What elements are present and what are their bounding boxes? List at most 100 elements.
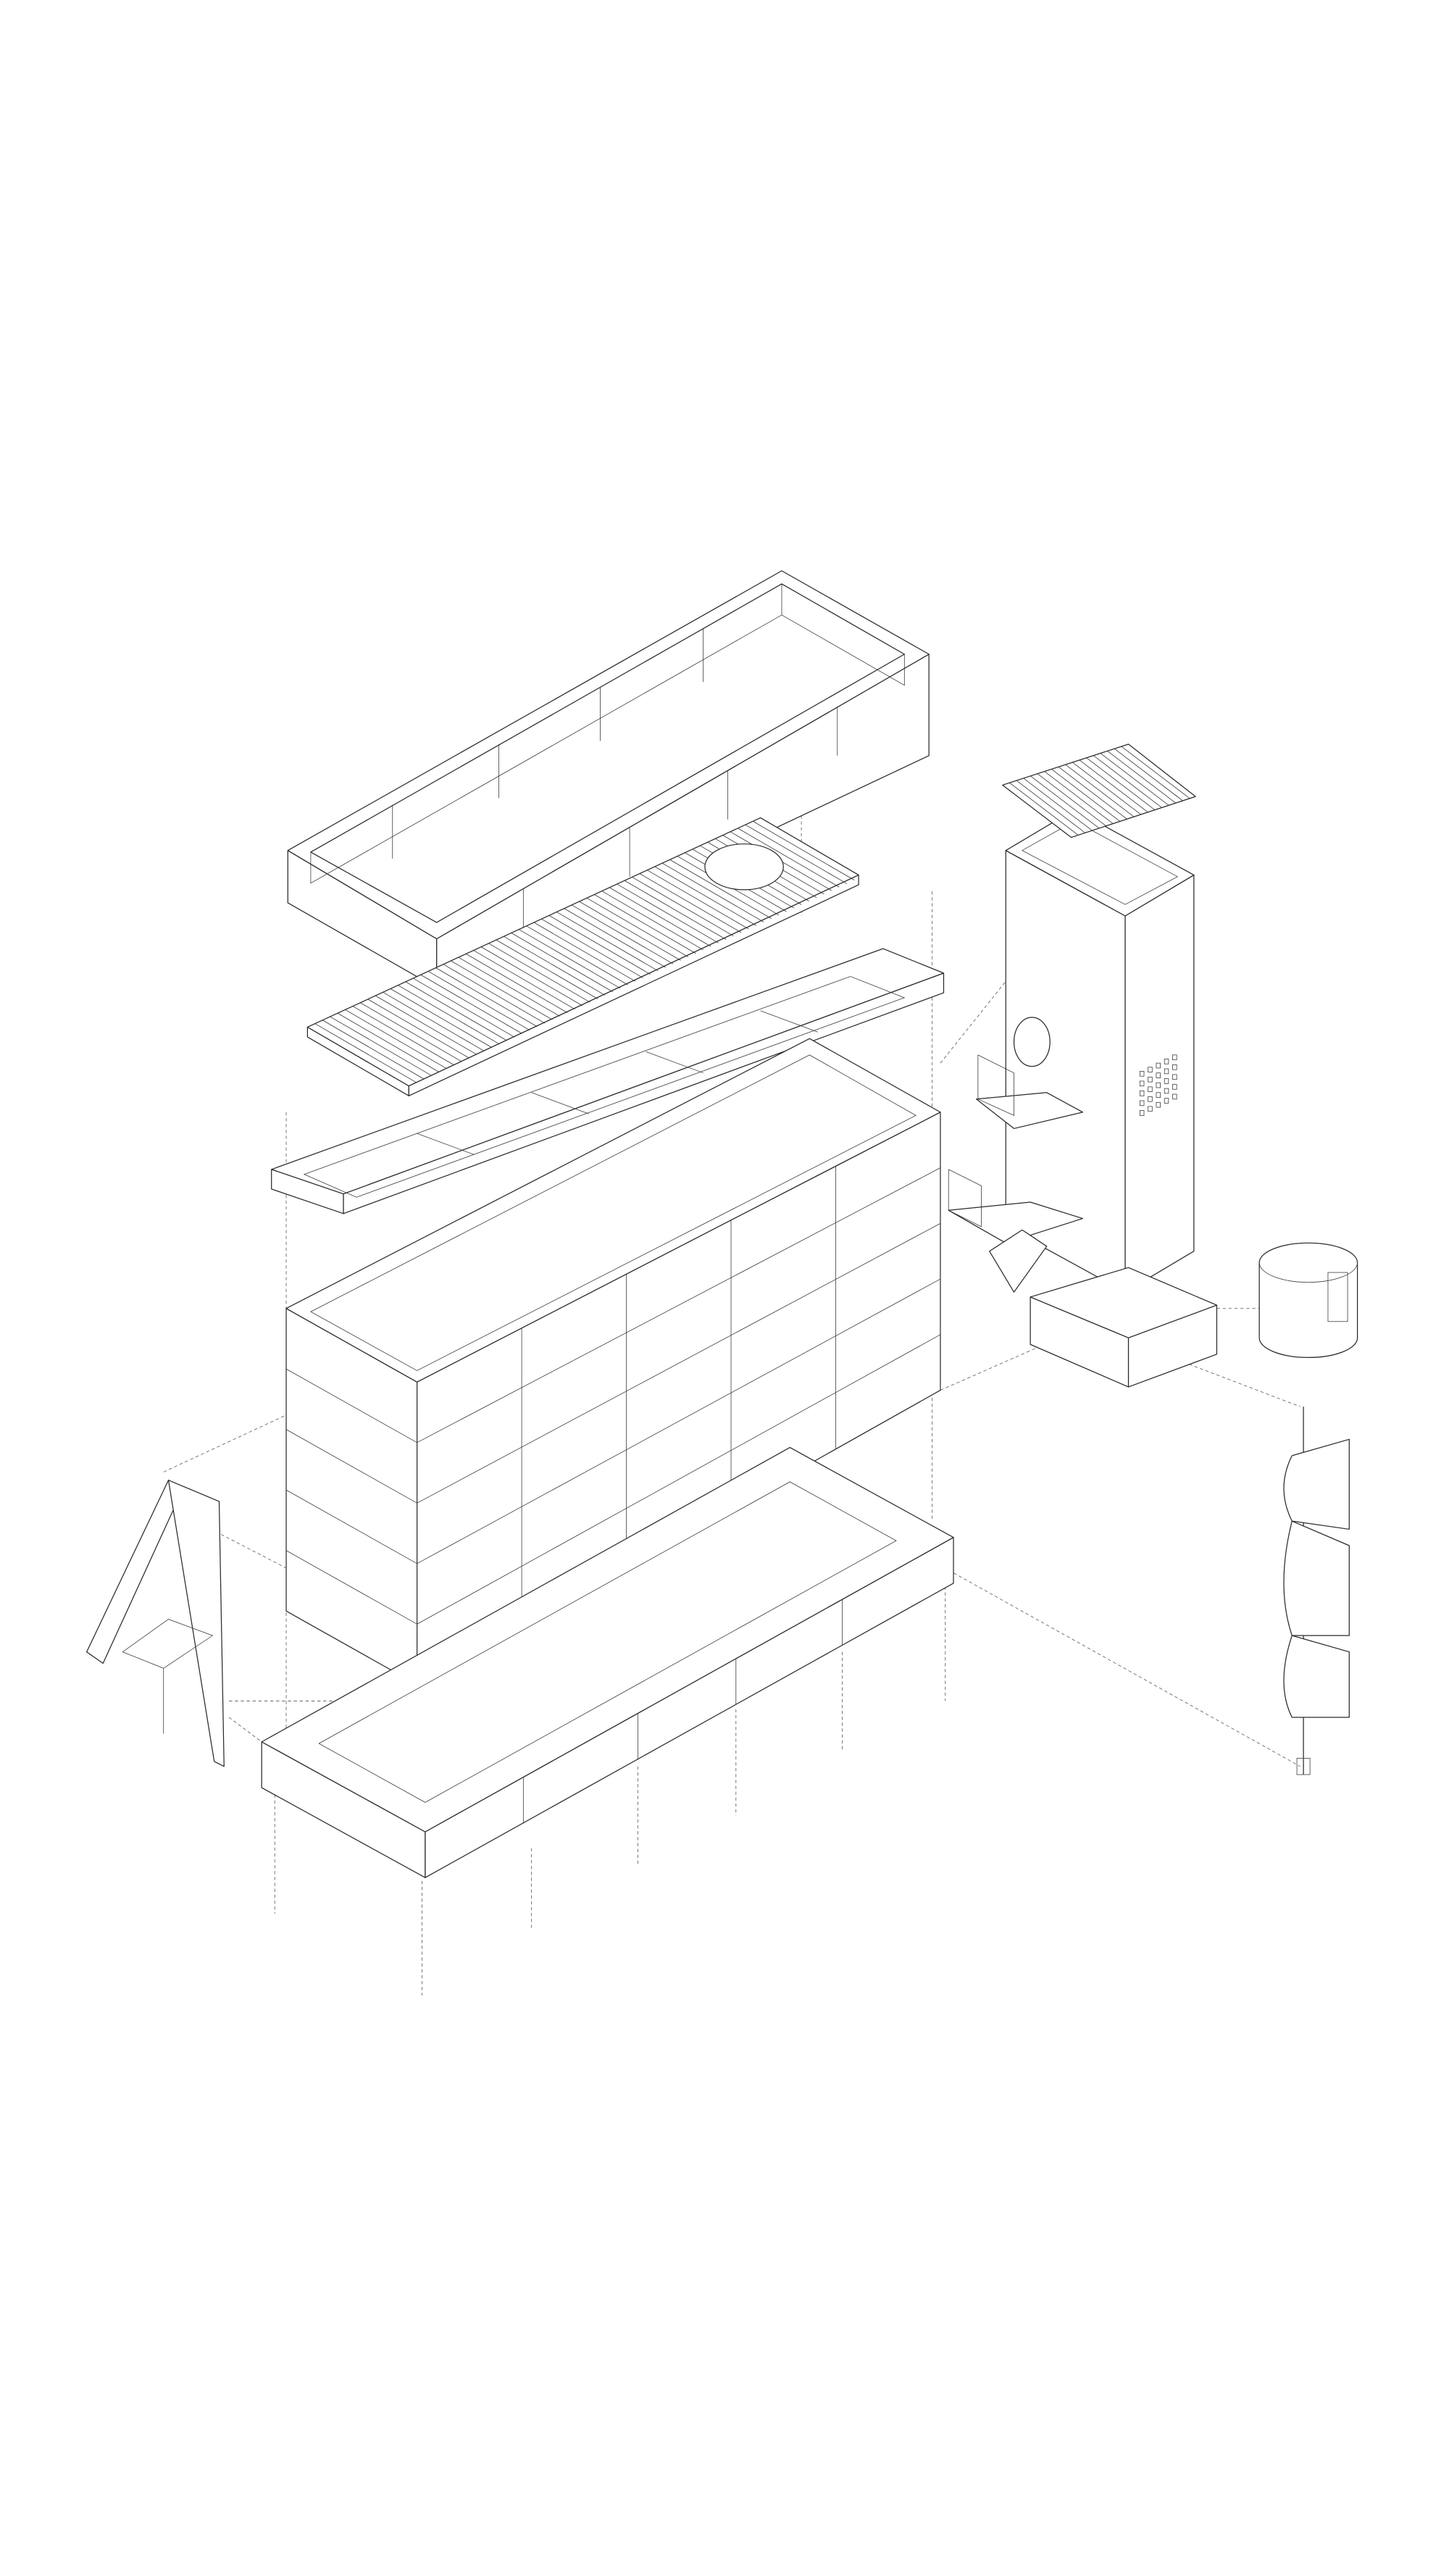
grating-bar <box>1072 762 1142 815</box>
deck-rib <box>314 1023 417 1083</box>
deck-rib <box>661 862 764 922</box>
deck-rib <box>405 981 508 1041</box>
bench-crate <box>1030 1267 1218 1388</box>
vent-slot <box>1172 1064 1177 1070</box>
vent-slot <box>1156 1072 1161 1078</box>
deck-rib <box>466 954 568 1013</box>
vent-slot <box>1156 1092 1161 1098</box>
grating-bar <box>1079 759 1149 813</box>
deck-rib <box>639 873 742 933</box>
deck-rib <box>526 925 628 985</box>
deck-rib <box>564 908 666 968</box>
vent-slot <box>1156 1082 1161 1088</box>
deck-rib <box>420 974 522 1034</box>
vent-slot <box>1139 1110 1145 1116</box>
deck-rib <box>488 943 590 1003</box>
vent-slot <box>1164 1068 1169 1075</box>
deck-rib <box>352 1006 455 1066</box>
vent-slot <box>1139 1071 1145 1077</box>
deck-rib <box>367 999 469 1059</box>
tower-stair <box>989 1229 1048 1293</box>
deck-rib <box>496 939 598 999</box>
vent-slot <box>1139 1091 1145 1096</box>
spiral-staircase <box>1283 1406 1350 1775</box>
roof-parapet-box <box>287 570 930 988</box>
concrete-plinth <box>261 1446 954 1878</box>
deck-rib <box>427 971 530 1031</box>
guide-line <box>163 1365 393 1472</box>
deck-rib <box>345 1009 447 1070</box>
deck-rib <box>435 967 538 1028</box>
vent-slot <box>1164 1098 1169 1104</box>
service-tower <box>948 809 1195 1293</box>
deck-rib <box>556 912 659 972</box>
vent-grid <box>1139 1054 1177 1116</box>
deck-rib <box>533 922 636 982</box>
deck-rib <box>669 859 772 919</box>
porthole-window <box>1013 1017 1051 1067</box>
vent-slot <box>1139 1080 1145 1087</box>
grating-bar <box>1065 764 1135 817</box>
deck-rib <box>337 1012 440 1072</box>
vent-slot <box>1164 1078 1169 1084</box>
deck-rib <box>571 904 674 964</box>
guide-line <box>948 1570 1300 1767</box>
facade-floor-band <box>285 1429 417 1504</box>
cylindrical-pod <box>1258 1242 1358 1359</box>
grating-bar <box>1100 753 1169 806</box>
vent-slot <box>1148 1106 1153 1112</box>
vent-slot <box>1148 1076 1153 1083</box>
deck-rib <box>458 956 560 1017</box>
deck-rib <box>753 821 855 880</box>
facade-floor-band <box>417 1334 941 1625</box>
deck-rib <box>398 985 500 1045</box>
deck-corrugation <box>314 821 855 1083</box>
deck-rib <box>511 933 613 993</box>
grating-bar <box>1086 757 1156 811</box>
grating-bar <box>1044 771 1114 825</box>
tower-balcony-upper <box>976 1092 1083 1130</box>
facade-floor-band <box>285 1489 417 1564</box>
steel-roof-frame <box>271 948 945 1214</box>
deck-rib <box>383 991 485 1051</box>
vent-slot <box>1156 1062 1161 1069</box>
deck-rib <box>745 824 847 884</box>
grating-bar <box>1051 769 1121 822</box>
folding-canopy <box>86 1480 225 1767</box>
vent-slot <box>1148 1096 1153 1102</box>
vent-slot <box>1172 1054 1177 1061</box>
deck-rib <box>518 929 621 989</box>
guide-line <box>940 1300 1145 1391</box>
grating-bar <box>1009 782 1079 835</box>
deck-rib <box>504 935 606 996</box>
facade-floor-band <box>285 1550 417 1625</box>
guide-line <box>940 981 1006 1064</box>
grating-bar <box>1121 746 1190 799</box>
grating-bar <box>1037 773 1107 827</box>
facade-floor-band <box>417 1222 941 1504</box>
vent-slot <box>1148 1086 1153 1093</box>
deck-rib <box>624 880 727 940</box>
deck-rib <box>586 897 689 957</box>
grating-bar <box>1107 751 1177 804</box>
deck-rib <box>738 828 840 888</box>
vent-slot <box>1139 1100 1145 1106</box>
vent-slot <box>1156 1101 1161 1108</box>
vent-slot <box>1164 1059 1169 1064</box>
deck-rib <box>375 995 477 1055</box>
deck-rib <box>579 901 681 961</box>
guide-line <box>228 1717 262 1743</box>
deck-rib <box>601 891 703 951</box>
vent-slot <box>1148 1067 1153 1072</box>
deck-rib <box>548 915 651 975</box>
main-facade-block <box>285 1038 941 1685</box>
grating-bar <box>1093 755 1163 809</box>
vent-slot <box>1172 1084 1177 1090</box>
deck-rib <box>654 866 756 926</box>
roof-hatch-opening <box>704 843 784 891</box>
facade-floor-band <box>417 1278 941 1564</box>
deck-rib <box>594 894 696 954</box>
deck-rib <box>617 883 719 943</box>
deck-rib <box>541 918 643 978</box>
